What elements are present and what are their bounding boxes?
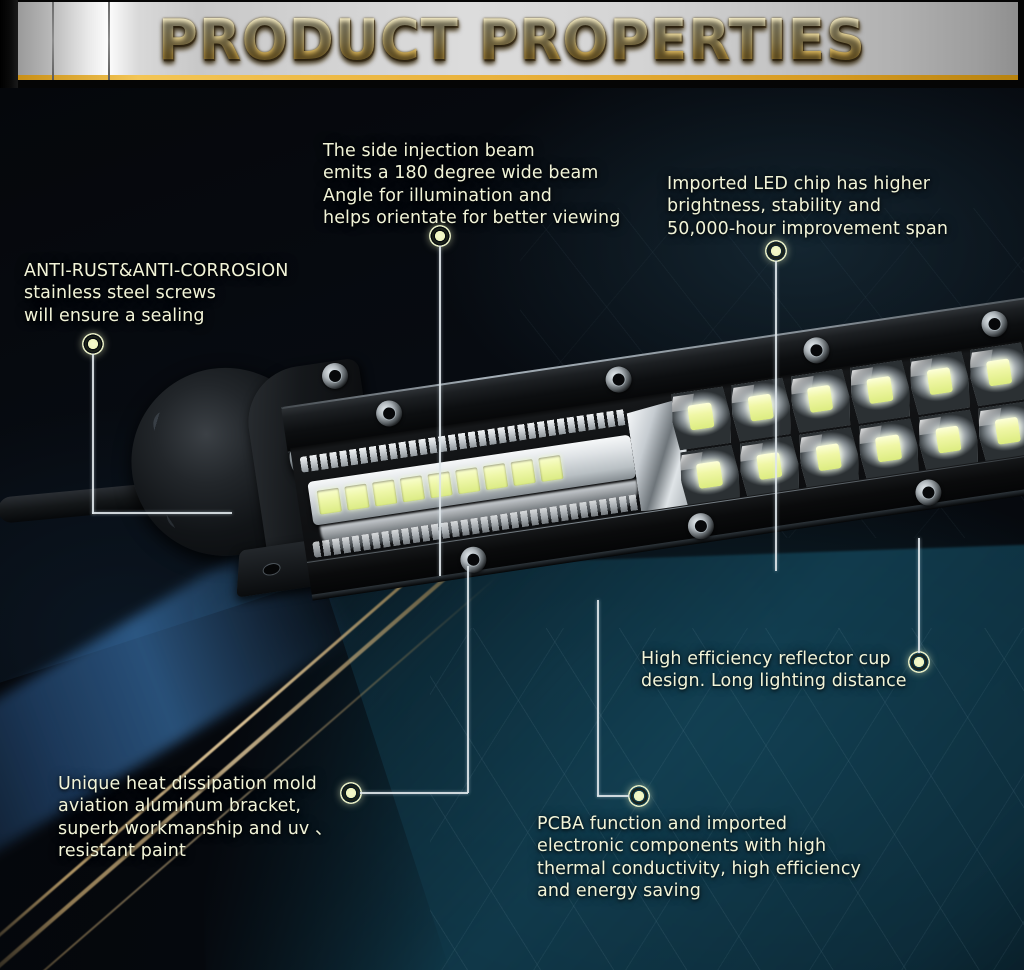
smd-led-chip — [482, 463, 509, 491]
callout-side-injection-beam: The side injection beam emits a 180 degr… — [323, 140, 653, 230]
page-title: PRODUCT PROPERTIES — [15, 6, 1008, 76]
marker-heat-dissipation[interactable] — [340, 782, 362, 804]
marker-anti-rust[interactable] — [82, 333, 104, 355]
banner-left-edge — [0, 0, 18, 88]
callout-imported-led-chip: Imported LED chip has higher brightness,… — [667, 173, 987, 240]
smd-led-chip — [372, 479, 398, 507]
bracket-bolt-hole-1 — [263, 563, 280, 576]
lead-line-anti-rust-vertical — [92, 354, 94, 514]
callout-text: PCBA function and imported electronic co… — [537, 814, 862, 902]
reflector-cup — [788, 368, 854, 433]
lead-line-reflector-cup — [918, 538, 920, 653]
smd-led-chip — [399, 475, 426, 503]
reflector-cup — [847, 360, 913, 425]
banner-groove-left — [52, 2, 54, 80]
callout-reflector-cup: High efficiency reflector cup design. Lo… — [641, 648, 931, 693]
smd-led-chip — [510, 459, 536, 486]
callout-text: High efficiency reflector cup design. Lo… — [641, 649, 907, 692]
smd-led-chip — [316, 487, 342, 515]
callout-text: Unique heat dissipation mold aviation al… — [58, 774, 333, 862]
callout-anti-rust: ANTI-RUST&ANTI-CORROSION stainless steel… — [24, 260, 324, 327]
callout-text: Imported LED chip has higher brightness,… — [667, 174, 949, 239]
lead-line-anti-rust-horizontal — [92, 512, 232, 514]
banner-groove-inner — [108, 2, 110, 80]
callout-heat-dissipation: Unique heat dissipation mold aviation al… — [58, 773, 358, 863]
marker-imported-led-chip[interactable] — [765, 240, 787, 262]
banner-metal-plate — [18, 2, 1018, 80]
lead-line-heat-dissipation-horizontal — [360, 792, 468, 794]
smd-led-chip — [538, 454, 564, 482]
reflector-cup — [668, 386, 734, 451]
reflector-cup — [907, 351, 973, 416]
callout-text: ANTI-RUST&ANTI-CORROSION stainless steel… — [24, 261, 289, 326]
lead-line-pcba-horizontal — [597, 795, 629, 797]
marker-side-injection-beam[interactable] — [429, 225, 451, 247]
callout-text: The side injection beam emits a 180 degr… — [323, 141, 621, 229]
lead-line-pcba-vertical — [597, 600, 599, 796]
background-crosshatch-lower — [430, 628, 1024, 970]
product-stage: The side injection beam emits a 180 degr… — [0, 88, 1024, 970]
smd-led-chip — [344, 483, 370, 511]
marker-pcba-function[interactable] — [628, 785, 650, 807]
smd-led-chip — [455, 467, 481, 495]
header-banner: PRODUCT PROPERTIES PRODUCT PROPERTIES — [0, 0, 1024, 88]
reflector-cup — [728, 377, 794, 442]
lead-line-heat-dissipation-vertical — [467, 566, 469, 793]
marker-reflector-cup[interactable] — [908, 651, 930, 673]
callout-pcba-function: PCBA function and imported electronic co… — [537, 813, 887, 903]
lead-line-side-injection-beam — [439, 246, 441, 576]
reflector-cup — [967, 342, 1024, 407]
lead-line-imported-led-chip — [775, 261, 777, 571]
